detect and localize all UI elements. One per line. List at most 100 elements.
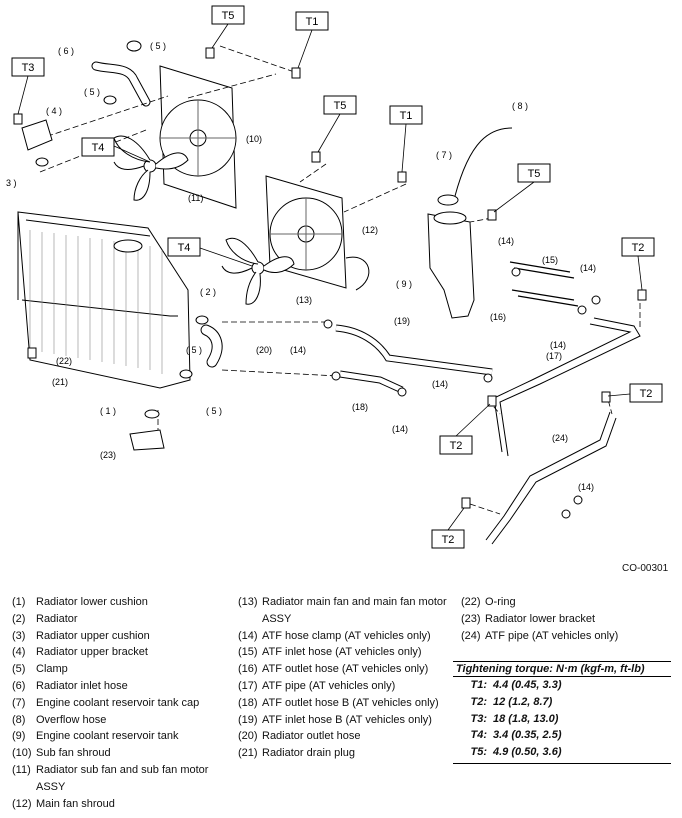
torque-value: 18 (1.8, 13.0) xyxy=(493,712,559,725)
torque-key: T5: xyxy=(470,746,488,759)
legend-text: O-ring xyxy=(485,596,516,608)
callout-t5-a: T5 xyxy=(222,10,235,22)
legend-num: (15) xyxy=(238,646,258,659)
torque-title: Tightening torque: N·m (kgf-m, ft-lb) xyxy=(453,661,671,677)
legend-text: Radiator inlet hose xyxy=(36,679,128,692)
legend-num: (9) xyxy=(12,730,26,743)
label-14f: (14) xyxy=(392,424,408,434)
torque-row: T3: 18 (1.8, 13.0) xyxy=(453,711,671,728)
legend-item: (7)Engine coolant reservoir tank cap xyxy=(12,695,230,712)
label-9: ( 9 ) xyxy=(396,279,412,289)
legend-item: (11) Radiator sub fan and sub fan motor A… xyxy=(12,762,230,796)
legend-text: Radiator outlet hose xyxy=(262,730,361,743)
legend-text: ATF outlet hose B (AT vehicles only) xyxy=(262,696,439,709)
torque-key: T3: xyxy=(470,712,488,725)
label-21: (21) xyxy=(52,377,68,387)
legend-item: (6) Radiator inlet hose xyxy=(12,678,230,695)
legend-num: (13) xyxy=(238,596,258,608)
callout-t2-b: T2 xyxy=(640,388,653,400)
legend-text: Engine coolant reservoir tank xyxy=(36,730,179,743)
legend-text: Radiator upper bracket xyxy=(36,646,148,659)
legend-num: (11) xyxy=(12,763,31,776)
label-13: (13) xyxy=(296,295,312,305)
legend-num: (2) xyxy=(12,612,26,625)
label-15: (15) xyxy=(542,255,558,265)
legend-num: (8) xyxy=(12,713,26,726)
legend-text: Clamp xyxy=(36,663,68,676)
label-17: (17) xyxy=(546,351,562,361)
legend-num: (12) xyxy=(12,797,32,810)
torque-row: T5: 4.9 (0.50, 3.6) xyxy=(453,744,671,761)
legend-column-1: (1) Radiator lower cushion (2) Radiator (3… xyxy=(12,594,230,812)
callout-t1-a: T1 xyxy=(306,16,319,28)
legend-text: ATF outlet hose (AT vehicles only) xyxy=(262,663,429,676)
legend-text: ATF inlet hose (AT vehicles only) xyxy=(262,646,422,659)
legend-item: (19) ATF inlet hose B (AT vehicles only) xyxy=(238,712,450,729)
legend-num: (19) xyxy=(238,713,258,726)
legend-item: (14) ATF hose clamp (AT vehicles only) xyxy=(238,628,450,645)
exploded-diagram: T5 T1 T3 T4 T5 T1 T4 T5 T2 T2 T2 T2 ( 1 … xyxy=(6,5,663,549)
label-18: (18) xyxy=(352,402,368,412)
legend-text: ATF inlet hose B (AT vehicles only) xyxy=(262,713,432,726)
legend-item: (8)Overflow hose xyxy=(12,712,230,729)
legend-item: (17)ATF pipe (AT vehicles only) xyxy=(238,678,450,695)
legend-item: (15) ATF inlet hose (AT vehicles only) xyxy=(238,644,450,661)
callout-t2-d: T2 xyxy=(442,534,455,546)
legend-text: Radiator sub fan and sub fan motor ASSY xyxy=(36,763,209,793)
label-11: (11) xyxy=(188,193,203,203)
torque-key: T4: xyxy=(470,729,488,742)
label-16: (16) xyxy=(490,312,506,322)
label-14e: (14) xyxy=(432,379,448,389)
torque-row: T2: 12 (1.2, 8.7) xyxy=(453,694,671,711)
label-22: (22) xyxy=(56,356,72,366)
callout-t4-b: T4 xyxy=(178,242,191,254)
legend-num: (17) xyxy=(238,679,258,692)
legend-column-2: (13) Radiator main fan and main fan motor… xyxy=(238,594,450,762)
legend-num: (22) xyxy=(461,596,481,608)
main-fan-shroud xyxy=(265,175,370,291)
legend-item: (13) Radiator main fan and main fan motor… xyxy=(238,594,450,628)
label-5b: ( 5 ) xyxy=(84,87,100,97)
sub-fan-shroud xyxy=(159,65,237,209)
legend-item: (12) Main fan shroud xyxy=(12,796,230,813)
legend-item: (9) Engine coolant reservoir tank xyxy=(12,728,230,745)
legend-num: (6) xyxy=(12,679,26,692)
label-10: (10) xyxy=(246,134,262,144)
torque-key: T2: xyxy=(470,695,488,708)
legend-item: (20)Radiator outlet hose xyxy=(238,728,450,745)
legend-text: Radiator xyxy=(36,612,78,625)
legend-item: (5) Clamp xyxy=(12,661,230,678)
legend-text: Radiator main fan and main fan motor ASS… xyxy=(262,596,447,625)
legend-num: (18) xyxy=(238,696,258,709)
label-5a: ( 5 ) xyxy=(150,41,166,51)
legend-item: (22) O-ring xyxy=(461,594,679,611)
label-24: (24) xyxy=(552,433,568,443)
legend-num: (14) xyxy=(238,629,258,642)
legend-text: Engine coolant reservoir tank cap xyxy=(36,696,200,709)
torque-key: T1: xyxy=(470,679,488,691)
legend-item: (21)Radiator drain plug xyxy=(238,745,450,762)
legend-text: Radiator lower cushion xyxy=(36,596,148,608)
legend-item: (24)ATF pipe (AT vehicles only) xyxy=(461,628,679,645)
legend-num: (1) xyxy=(12,596,26,608)
label-20: (20) xyxy=(256,345,272,355)
label-14d: (14) xyxy=(290,345,306,355)
callout-t2-c: T2 xyxy=(450,440,463,452)
label-1: ( 1 ) xyxy=(100,406,116,416)
torque-value: 4.9 (0.50, 3.6) xyxy=(493,746,562,759)
callout-t3: T3 xyxy=(22,62,35,74)
legend-num: (21) xyxy=(238,747,258,760)
legend-text: ATF hose clamp (AT vehicles only) xyxy=(262,629,431,642)
legend-num: (5) xyxy=(12,663,26,676)
legend-item: (16)ATF outlet hose (AT vehicles only) xyxy=(238,661,450,678)
callout-t1-b: T1 xyxy=(400,110,413,122)
torque-value: 12 (1.2, 8.7) xyxy=(493,695,553,708)
legend-item: (2) Radiator xyxy=(12,611,230,628)
legend-text: Main fan shroud xyxy=(36,797,115,810)
legend-text: ATF pipe (AT vehicles only) xyxy=(485,629,619,642)
torque-table-rule xyxy=(453,761,671,764)
label-14g: (14) xyxy=(578,482,594,492)
legend-item: (3)Radiator upper cushion xyxy=(12,628,230,645)
torque-value: 4.4 (0.45, 3.3) xyxy=(493,679,562,691)
atf-pipe-24 xyxy=(485,411,617,545)
